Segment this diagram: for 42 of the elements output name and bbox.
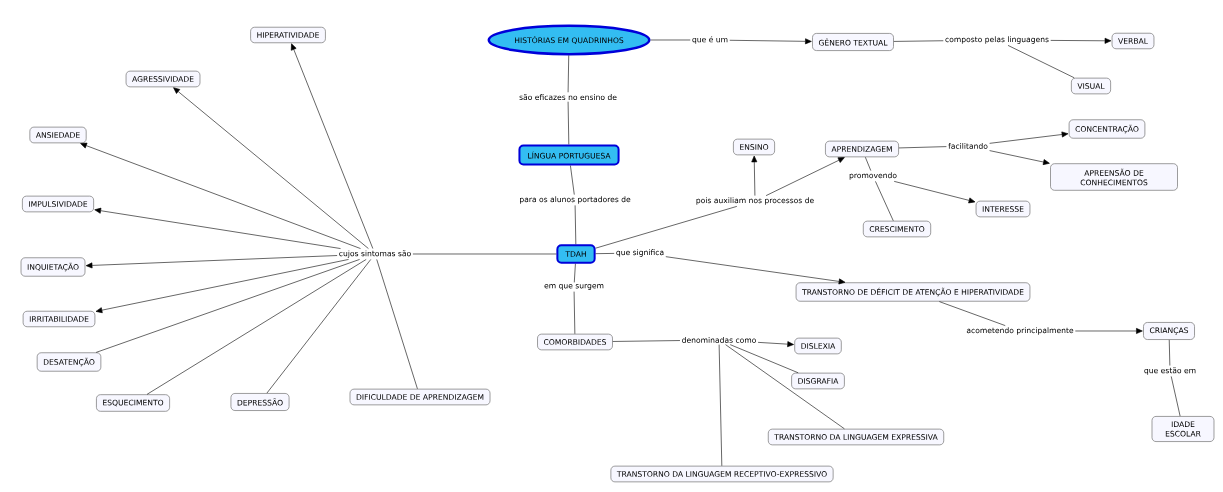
connector-line — [875, 181, 894, 222]
connector-line — [266, 259, 372, 394]
arrow — [1075, 328, 1143, 334]
arrow — [757, 341, 794, 348]
connector-line — [412, 253, 557, 255]
arrow — [80, 142, 361, 249]
connector-line — [573, 291, 576, 335]
connector-line — [1168, 339, 1171, 366]
arrow — [1050, 37, 1112, 44]
connector-line — [865, 156, 872, 171]
arrow — [173, 87, 369, 249]
arrow — [989, 131, 1069, 144]
arrow — [94, 207, 341, 249]
connector-line — [612, 340, 681, 342]
connector-line — [1170, 376, 1181, 417]
connector-line — [376, 259, 418, 390]
connector-line — [725, 344, 845, 430]
connector-line — [898, 146, 947, 149]
connector-line — [1007, 45, 1075, 79]
connector-line — [595, 206, 738, 249]
connector-line — [595, 253, 615, 254]
connector-line — [893, 40, 944, 42]
arrow — [95, 259, 349, 314]
connector-line — [567, 55, 570, 93]
connector-line — [650, 39, 691, 41]
arrow — [989, 150, 1050, 165]
arrow — [893, 181, 976, 204]
arrow — [751, 155, 758, 196]
arrow — [290, 43, 374, 249]
connector-line — [570, 165, 575, 195]
connector-line — [567, 101, 570, 145]
connector-line — [939, 301, 1006, 326]
connector-line — [574, 205, 577, 245]
connector-line — [95, 259, 360, 353]
connector-line — [729, 344, 799, 374]
arrow — [85, 255, 338, 269]
arrow — [765, 157, 845, 196]
connector-line — [146, 259, 367, 395]
arrow — [729, 38, 812, 45]
connector-line — [574, 263, 576, 283]
arrow — [665, 256, 846, 285]
connector-line — [718, 344, 723, 467]
